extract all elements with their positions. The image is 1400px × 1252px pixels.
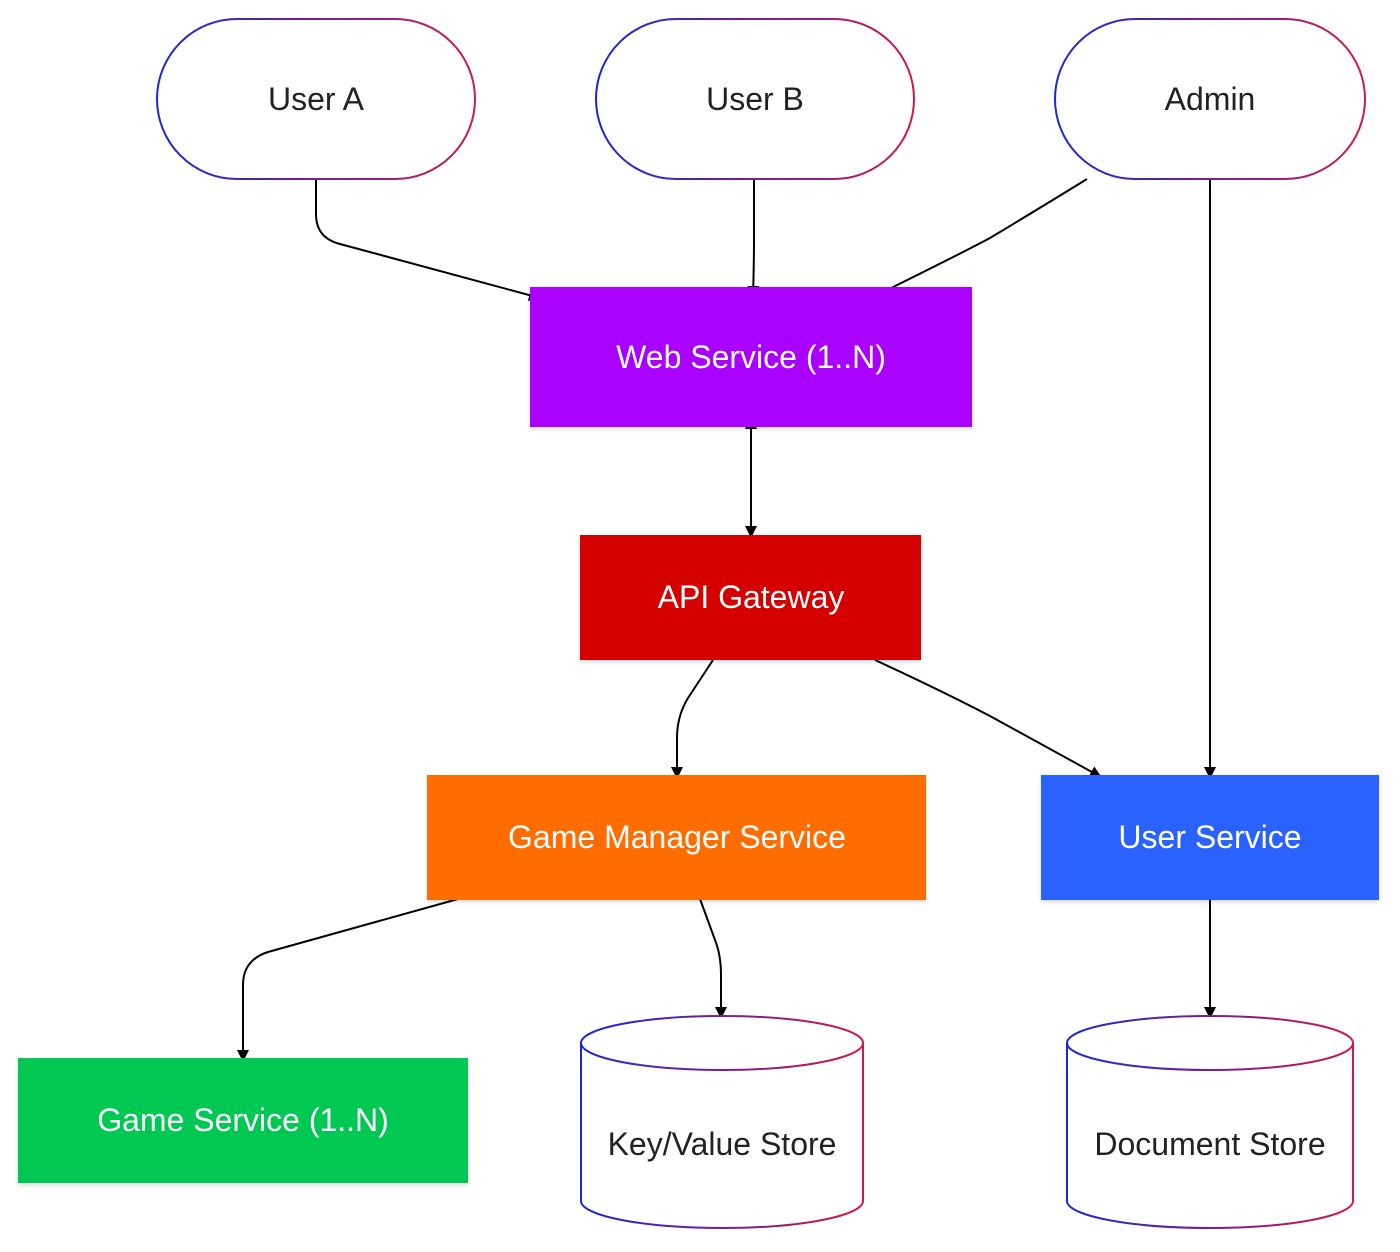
service-label: Game Service (1..N) bbox=[97, 1102, 389, 1138]
service-node-api-gateway: API Gateway bbox=[580, 535, 921, 660]
service-node-game-manager: Game Manager Service bbox=[427, 775, 926, 900]
edge-api-gateway-to-game-manager bbox=[671, 659, 714, 779]
service-node-user-service: User Service bbox=[1041, 775, 1379, 900]
actor-label: User A bbox=[268, 81, 365, 117]
edge-user-b-to-web-service bbox=[747, 179, 760, 298]
actor-node-user-b: User B bbox=[595, 18, 915, 180]
actor-label: Admin bbox=[1165, 81, 1256, 117]
edge-api-gateway-to-user-service bbox=[874, 659, 1102, 778]
actor-shape bbox=[156, 18, 476, 180]
edge-user-a-to-web-service bbox=[315, 179, 541, 301]
datastore-node-document-store: Document Store bbox=[1066, 1015, 1354, 1229]
edge-game-manager-to-game-service bbox=[237, 898, 459, 1062]
edge-game-manager-to-kv-store bbox=[699, 898, 727, 1019]
actor-shape bbox=[1054, 18, 1366, 180]
service-shape bbox=[18, 1058, 468, 1183]
datastore-node-kv-store: Key/Value Store bbox=[580, 1015, 864, 1229]
service-node-web-service: Web Service (1..N) bbox=[530, 287, 972, 427]
service-shape bbox=[1041, 775, 1379, 900]
datastore-label: Key/Value Store bbox=[608, 1126, 837, 1162]
service-node-game-service: Game Service (1..N) bbox=[18, 1058, 468, 1183]
service-shape bbox=[427, 775, 926, 900]
service-label: Game Manager Service bbox=[508, 819, 846, 855]
actor-node-user-a: User A bbox=[156, 18, 476, 180]
actor-label: User B bbox=[706, 81, 804, 117]
actor-shape bbox=[595, 18, 915, 180]
cylinder-top bbox=[580, 1015, 864, 1071]
cylinder-top bbox=[1066, 1015, 1354, 1071]
service-label: Web Service (1..N) bbox=[616, 339, 886, 375]
service-shape bbox=[580, 535, 921, 660]
cylinder-body bbox=[1066, 1043, 1354, 1229]
edges bbox=[237, 178, 1216, 1062]
datastore-label: Document Store bbox=[1094, 1126, 1325, 1162]
service-label: User Service bbox=[1118, 819, 1301, 855]
cylinder-body bbox=[580, 1043, 864, 1229]
edge-admin-to-web-service bbox=[872, 178, 1088, 298]
service-shape bbox=[530, 287, 972, 427]
actor-node-admin: Admin bbox=[1054, 18, 1366, 180]
service-label: API Gateway bbox=[658, 579, 845, 615]
